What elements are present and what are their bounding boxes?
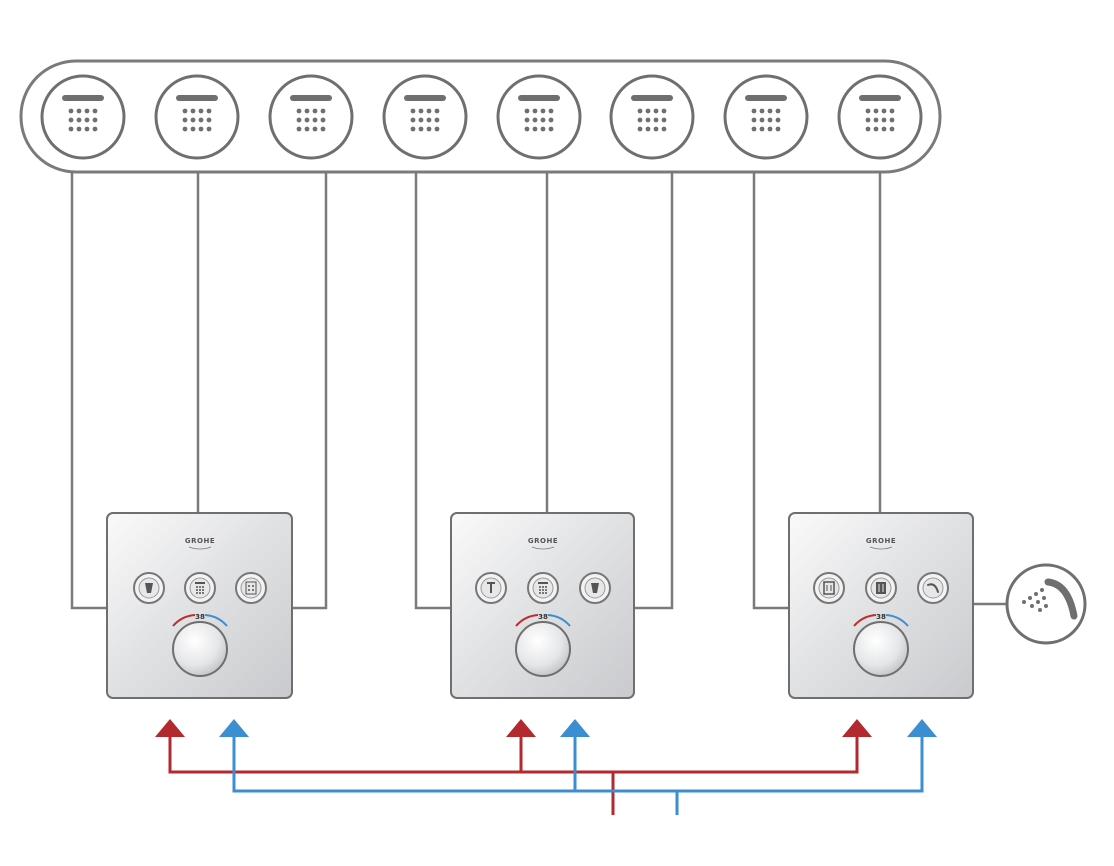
tub-spout-icon [591, 583, 599, 593]
thermostat-1: GROHE 38 [106, 512, 293, 699]
hot-arrow-3 [842, 719, 872, 737]
outlet-button-1[interactable] [475, 572, 507, 604]
tub-spout-icon [487, 582, 495, 593]
rain-shower-head-icon [837, 74, 923, 160]
hand-shower-icon [1022, 578, 1078, 620]
cold-arrow-1 [219, 719, 249, 737]
temperature-knob[interactable] [172, 621, 228, 677]
cold-arrow-2 [560, 719, 590, 737]
tub-spout-icon [145, 583, 153, 593]
cold-arrow-3 [907, 719, 937, 737]
temperature-knob[interactable] [515, 621, 571, 677]
brand-logo: GROHE [185, 537, 215, 545]
brand-logo: GROHE [528, 537, 558, 545]
outlet-button-3[interactable] [235, 572, 267, 604]
rain-shower-head-icon [40, 74, 126, 160]
rain-shower-head-icon [268, 74, 354, 160]
temperature-mark: 38 [876, 613, 886, 621]
thermostat-plate [106, 512, 293, 699]
outlet-button-2[interactable] [865, 572, 897, 604]
hot-arrow-2 [506, 719, 536, 737]
distribution-pipes [70, 170, 1007, 610]
rain-shower-head-icon [154, 74, 240, 160]
temperature-knob[interactable] [853, 621, 909, 677]
outlets [40, 74, 923, 160]
thermostat-3: GROHE 38 [788, 512, 974, 699]
pipe-outlet-1 [70, 170, 107, 610]
body-jet-icon [245, 581, 257, 595]
outlet-button-1[interactable] [813, 572, 845, 604]
cold-water-supply [232, 732, 924, 815]
outlet-rail [19, 59, 942, 174]
rain-shower-head-icon [496, 74, 582, 160]
thermostat-plate [450, 512, 635, 699]
temperature-mark: 38 [195, 613, 205, 621]
pipe-outlet-6 [634, 170, 674, 610]
brand-logo: GROHE [866, 537, 896, 545]
rain-shower-head-icon [723, 74, 809, 160]
hot-water-supply [168, 732, 859, 815]
hand-shower-icon [927, 583, 939, 593]
hot-supply-arrows [155, 719, 872, 737]
temperature-mark: 38 [538, 613, 548, 621]
pipe-outlet-4 [414, 170, 451, 610]
hand-shower-outlet [1005, 563, 1087, 645]
thermostat-plate [788, 512, 974, 699]
pipe-outlet-7 [752, 170, 789, 610]
shower-head-icon [538, 582, 548, 594]
pipe-outlet-3 [292, 170, 328, 610]
thermostat-2: GROHE 38 [450, 512, 635, 699]
shower-head-icon [195, 582, 205, 594]
rain-shower-head-icon [382, 74, 468, 160]
cold-supply-arrows [219, 719, 937, 737]
rain-panel-icon [876, 582, 886, 594]
rain-shower-head-icon [609, 74, 695, 160]
outlet-button-3[interactable] [917, 572, 949, 604]
outlet-button-2[interactable] [527, 572, 559, 604]
hot-arrow-1 [155, 719, 185, 737]
outlet-button-3[interactable] [579, 572, 611, 604]
outlet-button-1[interactable] [133, 572, 165, 604]
body-jet-icon [823, 581, 835, 595]
outlet-button-2[interactable] [184, 572, 216, 604]
